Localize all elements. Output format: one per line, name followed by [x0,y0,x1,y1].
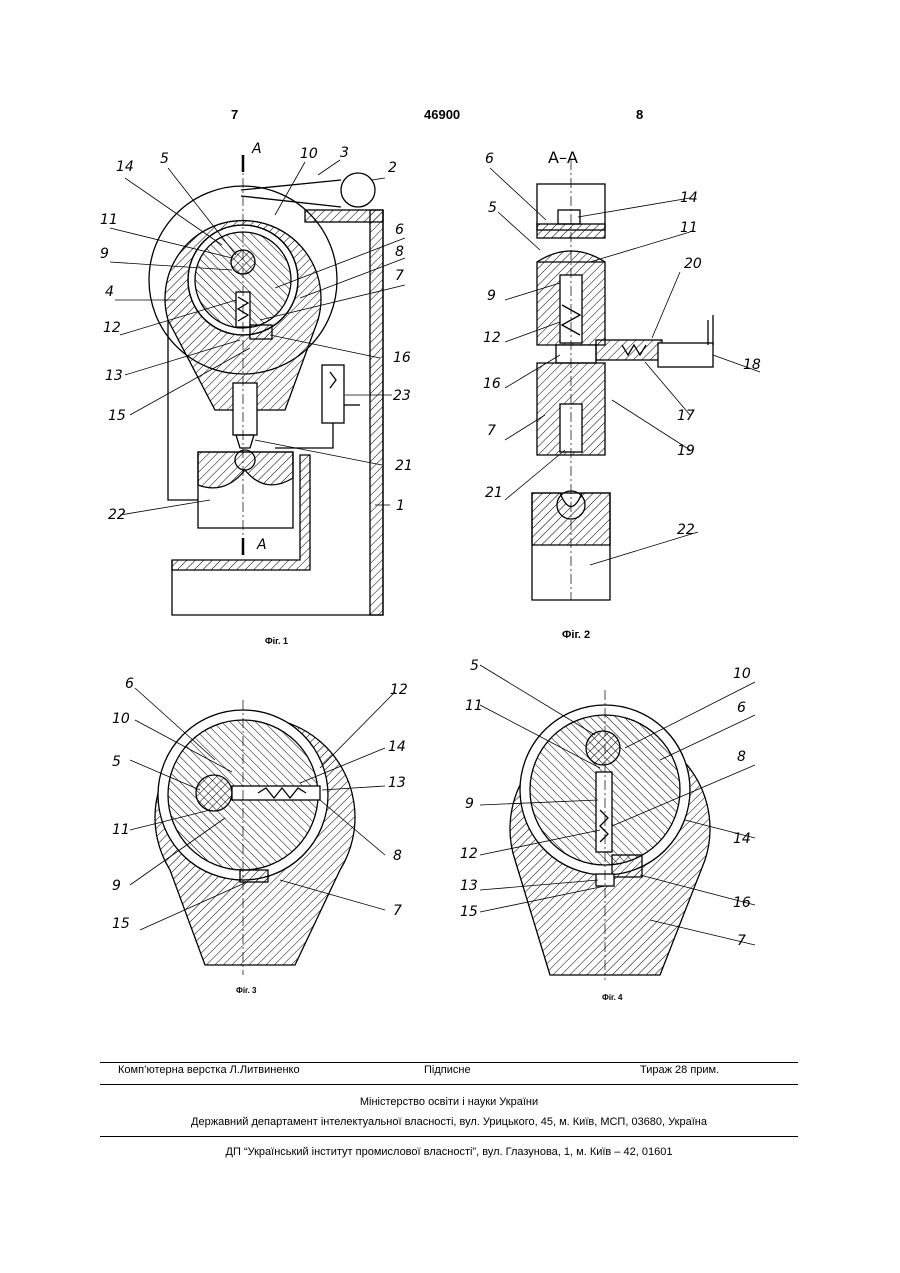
fig2-label-20: 20 [684,256,702,272]
fig1-label-16: 16 [393,350,411,366]
fig1-label-11: 11 [100,212,118,228]
footer-institute: ДП “Український інститут промислової вла… [100,1146,798,1158]
fig4-label-11: 11 [465,698,483,714]
fig1-label-23: 23 [393,388,411,404]
fig4-label-5: 5 [470,658,479,674]
fig1-section-mark-bottom: A [256,537,267,553]
fig3-label-7: 7 [393,903,402,919]
fig4-label-7: 7 [737,933,746,949]
fig4-caption: Фіг. 4 [602,993,623,1002]
fig2-label-7: 7 [487,423,496,439]
fig3-caption: Фіг. 3 [236,986,257,995]
footer-ministry: Міністерство освіти і науки України [100,1096,798,1108]
fig1-label-15: 15 [108,408,126,424]
fig2-label-9: 9 [487,288,496,304]
fig2-label-16: 16 [483,376,501,392]
footer-rule-top [100,1062,798,1063]
footer-rule-bottom [100,1136,798,1137]
fig1-label-3: 3 [340,145,349,161]
footer-department: Державний департамент інтелектуальної вл… [100,1116,798,1128]
fig2-label-12: 12 [483,330,501,346]
fig4-label-15: 15 [460,904,478,920]
fig1-label-8: 8 [395,244,404,260]
fig1-label-6: 6 [395,222,404,238]
fig1-label-12: 12 [103,320,121,336]
fig2-label-14: 14 [680,190,698,206]
footer-typesetting: Комп’ютерна верстка Л.Литвиненко [118,1064,300,1076]
footer-signed: Підписне [424,1064,471,1076]
fig4-label-6: 6 [737,700,746,716]
fig2-label-21: 21 [485,485,503,501]
fig4-label-14: 14 [733,831,751,847]
fig3-label-14: 14 [388,739,406,755]
fig3-label-8: 8 [393,848,402,864]
fig2-label-22: 22 [677,522,695,538]
fig1-label-13: 13 [105,368,123,384]
fig1-label-1: 1 [396,498,405,514]
fig1-label-5: 5 [160,151,169,167]
fig2-label-18: 18 [743,357,761,373]
fig3-label-12: 12 [390,682,408,698]
fig4-label-8: 8 [737,749,746,765]
fig2-label-5: 5 [488,200,497,216]
fig4-label-13: 13 [460,878,478,894]
fig1-label-9: 9 [100,246,109,262]
fig3-label-11: 11 [112,822,130,838]
fig1-label-4: 4 [105,284,114,300]
fig3-label-10: 10 [112,711,130,727]
fig2-label-6: 6 [485,151,494,167]
fig2-label-17: 17 [677,408,695,424]
fig2-caption: Фіг. 2 [562,629,590,641]
fig3-label-9: 9 [112,878,121,894]
figure-3 [155,700,355,975]
fig1-label-14: 14 [116,159,134,175]
footer-circulation: Тираж 28 прим. [640,1064,719,1076]
fig2-label-11: 11 [680,220,698,236]
fig1-label-10: 10 [300,146,318,162]
fig3-label-13: 13 [388,775,406,791]
fig1-label-2: 2 [388,160,397,176]
fig4-label-12: 12 [460,846,478,862]
fig1-label-22: 22 [108,507,126,523]
fig1-section-mark-top: A [251,141,262,157]
footer-rule-middle [100,1084,798,1085]
fig3-label-6: 6 [125,676,134,692]
fig3-label-15: 15 [112,916,130,932]
section-title-a-a: A–A [548,148,578,167]
fig1-caption: Фіг. 1 [265,636,288,646]
fig4-label-10: 10 [733,666,751,682]
fig4-label-16: 16 [733,895,751,911]
fig2-label-19: 19 [677,443,695,459]
fig1-label-7: 7 [395,268,404,284]
figure-4 [510,690,710,980]
fig1-label-21: 21 [395,458,413,474]
fig4-label-9: 9 [465,796,474,812]
fig3-label-5: 5 [112,754,121,770]
